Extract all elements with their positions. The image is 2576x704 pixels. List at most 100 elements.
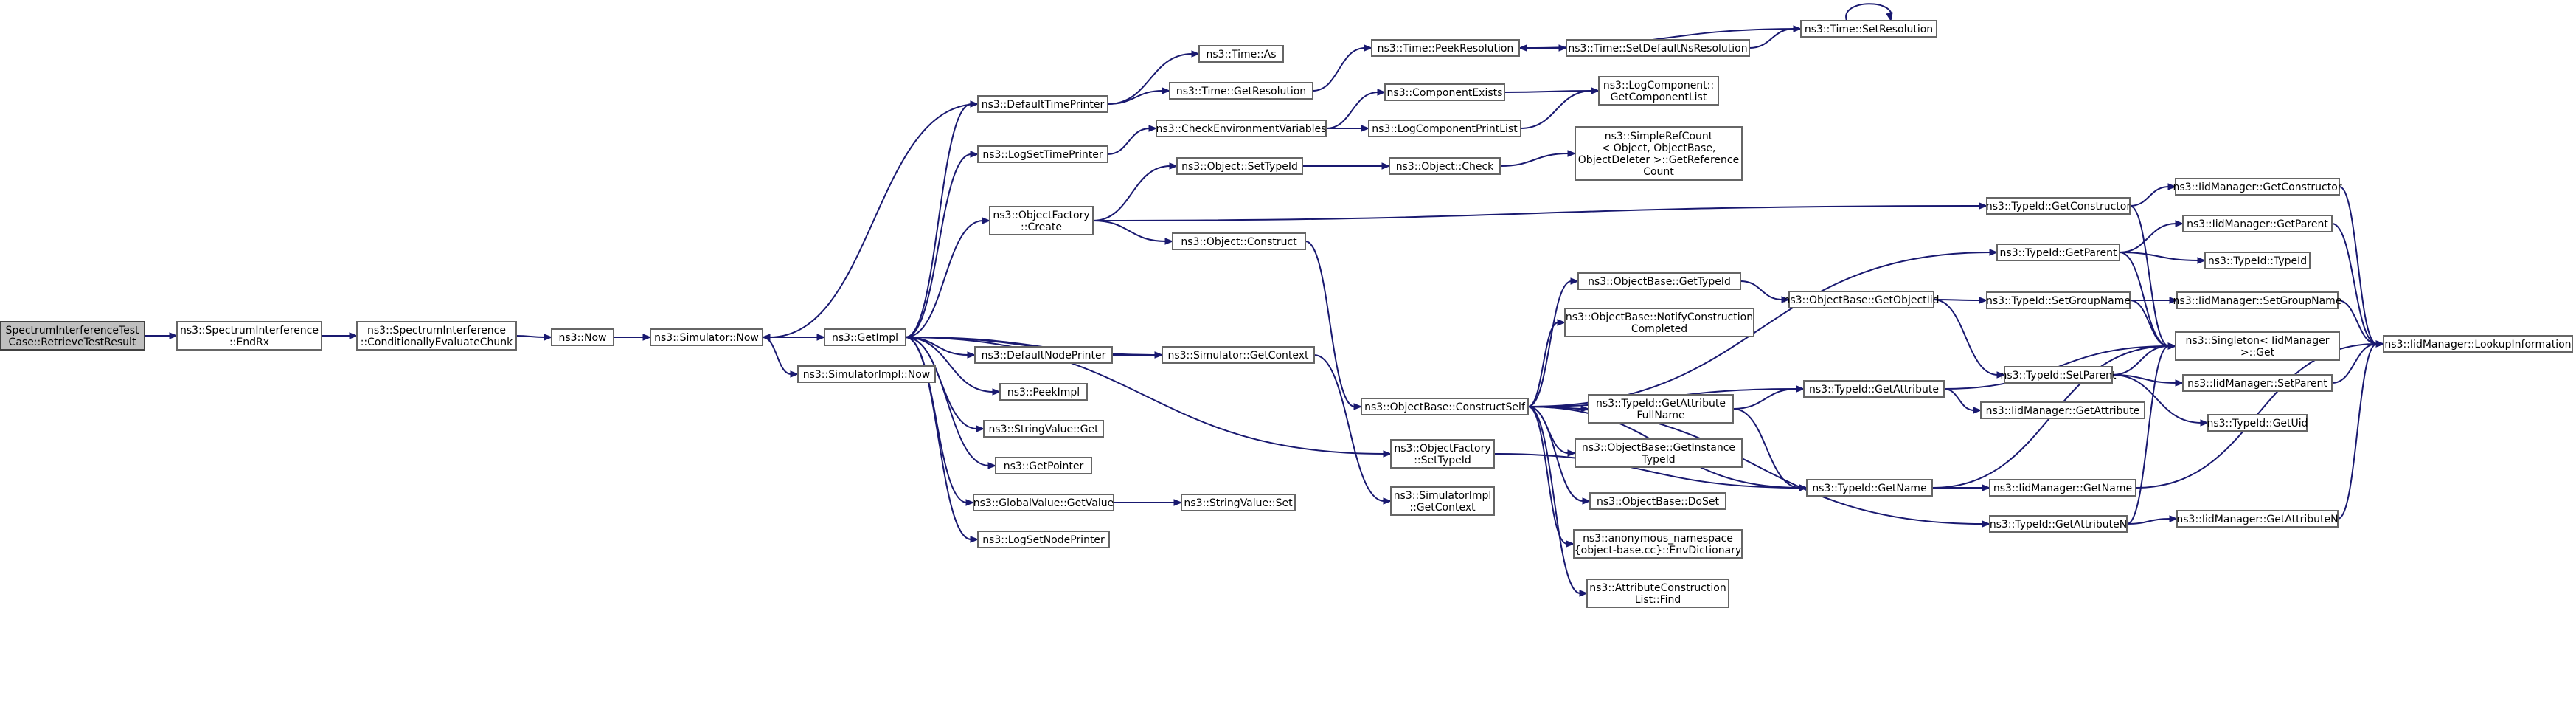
node-iidgetname[interactable]: ns3::IidManager::GetName bbox=[1989, 479, 2136, 497]
node-box[interactable] bbox=[995, 457, 1092, 474]
node-box[interactable] bbox=[1588, 394, 1734, 424]
node-logcompgetlist[interactable]: ns3::LogComponent::GetComponentList bbox=[1598, 76, 1719, 106]
node-box[interactable] bbox=[1384, 83, 1505, 101]
node-box[interactable] bbox=[1156, 120, 1327, 137]
node-box[interactable] bbox=[1989, 479, 2136, 497]
node-box[interactable] bbox=[974, 346, 1113, 364]
node-iidgetattribute[interactable]: ns3::IidManager::GetAttribute bbox=[1980, 401, 2145, 419]
node-endrx[interactable]: ns3::SpectrumInterference::EndRx bbox=[176, 321, 322, 351]
node-typeidgetattrn[interactable]: ns3::TypeId::GetAttributeN bbox=[1989, 515, 2128, 533]
node-objsettypeid[interactable]: ns3::Object::SetTypeId bbox=[1176, 157, 1303, 175]
node-typeidtypeid[interactable]: ns3::TypeId::TypeId bbox=[2204, 252, 2311, 269]
node-box[interactable] bbox=[1389, 157, 1501, 175]
node-timeas[interactable]: ns3::Time::As bbox=[1198, 45, 1284, 63]
node-box[interactable] bbox=[2175, 178, 2340, 196]
node-objfactcreate[interactable]: ns3::ObjectFactory::Create bbox=[989, 206, 1094, 235]
node-simimplnow[interactable]: ns3::SimulatorImpl::Now bbox=[797, 365, 936, 383]
node-box[interactable] bbox=[356, 321, 517, 351]
node-objconstruct[interactable]: ns3::Object::Construct bbox=[1172, 232, 1306, 250]
node-box[interactable] bbox=[2204, 252, 2311, 269]
node-box[interactable] bbox=[1169, 82, 1313, 100]
node-box[interactable] bbox=[1577, 272, 1741, 290]
node-box[interactable] bbox=[999, 383, 1088, 401]
node-box[interactable] bbox=[1989, 515, 2128, 533]
node-box[interactable] bbox=[1371, 39, 1520, 57]
node-objbaseconstructself[interactable]: ns3::ObjectBase::ConstructSelf bbox=[1361, 398, 1529, 415]
node-box[interactable] bbox=[1564, 308, 1754, 337]
node-iidgetconstructor[interactable]: ns3::IidManager::GetConstructor bbox=[2173, 178, 2342, 196]
node-compexists[interactable]: ns3::ComponentExists bbox=[1384, 83, 1505, 101]
node-box[interactable] bbox=[1575, 126, 1743, 181]
node-box[interactable] bbox=[2383, 335, 2573, 353]
node-timesetres[interactable]: ns3::Time::SetResolution bbox=[1800, 20, 1937, 38]
node-box[interactable] bbox=[977, 95, 1108, 113]
node-box[interactable] bbox=[1589, 492, 1726, 510]
node-box[interactable] bbox=[1198, 45, 1284, 63]
node-box[interactable] bbox=[977, 531, 1110, 548]
node-box[interactable] bbox=[2182, 374, 2333, 392]
node-iidsetgroupname[interactable]: ns3::IidManager::SetGroupName bbox=[2173, 291, 2342, 309]
node-logsettimeprinter[interactable]: ns3::LogSetTimePrinter bbox=[977, 145, 1108, 163]
node-peekimpl[interactable]: ns3::PeekImpl bbox=[999, 383, 1088, 401]
node-getpointer[interactable]: ns3::GetPointer bbox=[995, 457, 1092, 474]
node-box[interactable] bbox=[1566, 39, 1750, 57]
node-box[interactable] bbox=[1181, 494, 1296, 511]
node-box[interactable] bbox=[797, 365, 936, 383]
node-box[interactable] bbox=[1598, 76, 1719, 106]
node-simplerefcount[interactable]: ns3::SimpleRefCount< Object, ObjectBase,… bbox=[1575, 126, 1743, 181]
node-cond[interactable]: ns3::SpectrumInterference::Conditionally… bbox=[356, 321, 517, 351]
node-objbasegettypeid[interactable]: ns3::ObjectBase::GetTypeId bbox=[1577, 272, 1741, 290]
node-box[interactable] bbox=[989, 206, 1094, 235]
node-typeidgetconstructor[interactable]: ns3::TypeId::GetConstructor bbox=[1986, 197, 2131, 215]
node-box[interactable] bbox=[2182, 215, 2333, 232]
node-timegetres[interactable]: ns3::Time::GetResolution bbox=[1169, 82, 1313, 100]
node-box[interactable] bbox=[1390, 439, 1495, 469]
node-box[interactable] bbox=[551, 328, 614, 346]
node-timesetdefns[interactable]: ns3::Time::SetDefaultNsResolution bbox=[1566, 39, 1750, 57]
node-box[interactable] bbox=[1986, 291, 2131, 309]
node-defnodeprinter[interactable]: ns3::DefaultNodePrinter bbox=[974, 346, 1113, 364]
node-box[interactable] bbox=[650, 328, 763, 346]
node-logcompprintlist[interactable]: ns3::LogComponentPrintList bbox=[1368, 120, 1521, 137]
node-typeidgetattr[interactable]: ns3::TypeId::GetAttribute bbox=[1803, 380, 1945, 398]
node-box[interactable] bbox=[1573, 529, 1743, 559]
node-typeidgetname[interactable]: ns3::TypeId::GetName bbox=[1806, 479, 1933, 497]
node-objfactsettypeid[interactable]: ns3::ObjectFactory::SetTypeId bbox=[1390, 439, 1495, 469]
node-checkenv[interactable]: ns3::CheckEnvironmentVariables bbox=[1156, 120, 1327, 137]
node-box[interactable] bbox=[824, 328, 906, 346]
node-simimplgetcontext[interactable]: ns3::SimulatorImpl::GetContext bbox=[1390, 486, 1495, 516]
node-typeidsetgroupname[interactable]: ns3::TypeId::SetGroupName bbox=[1986, 291, 2131, 309]
node-box[interactable] bbox=[1575, 438, 1743, 468]
node-strvalget[interactable]: ns3::StringValue::Get bbox=[983, 420, 1104, 438]
node-typeidgetuid[interactable]: ns3::TypeId::GetUid bbox=[2207, 414, 2308, 432]
node-singletonget[interactable]: ns3::Singleton< IidManager>::Get bbox=[2175, 331, 2340, 361]
node-box[interactable] bbox=[1986, 197, 2131, 215]
node-box[interactable] bbox=[2004, 366, 2113, 384]
node-box[interactable] bbox=[1803, 380, 1945, 398]
node-objbasedoset[interactable]: ns3::ObjectBase::DoSet bbox=[1589, 492, 1726, 510]
node-objbasegetobjectiid[interactable]: ns3::ObjectBase::GetObjectIid bbox=[1783, 291, 1940, 308]
node-box[interactable] bbox=[977, 145, 1108, 163]
node-box[interactable] bbox=[983, 420, 1104, 438]
node-iidlookup[interactable]: ns3::IidManager::LookupInformation bbox=[2383, 335, 2573, 353]
node-box[interactable] bbox=[1800, 20, 1937, 38]
node-box[interactable] bbox=[1806, 479, 1933, 497]
node-deftimeprinter[interactable]: ns3::DefaultTimePrinter bbox=[977, 95, 1108, 113]
node-typeidsetparent[interactable]: ns3::TypeId::SetParent bbox=[2001, 366, 2117, 384]
node-simnow[interactable]: ns3::Simulator::Now bbox=[650, 328, 763, 346]
node-box[interactable] bbox=[2207, 414, 2308, 432]
node-box[interactable] bbox=[1996, 244, 2120, 261]
node-box[interactable] bbox=[0, 321, 145, 351]
node-objcheck[interactable]: ns3::Object::Check bbox=[1389, 157, 1501, 175]
node-box[interactable] bbox=[2176, 510, 2339, 528]
node-iidgetattrn[interactable]: ns3::IidManager::GetAttributeN bbox=[2176, 510, 2339, 528]
node-iidgetparent[interactable]: ns3::IidManager::GetParent bbox=[2182, 215, 2333, 232]
node-box[interactable] bbox=[1586, 579, 1729, 608]
node-iidsetparent[interactable]: ns3::IidManager::SetParent bbox=[2182, 374, 2333, 392]
node-box[interactable] bbox=[176, 321, 322, 351]
